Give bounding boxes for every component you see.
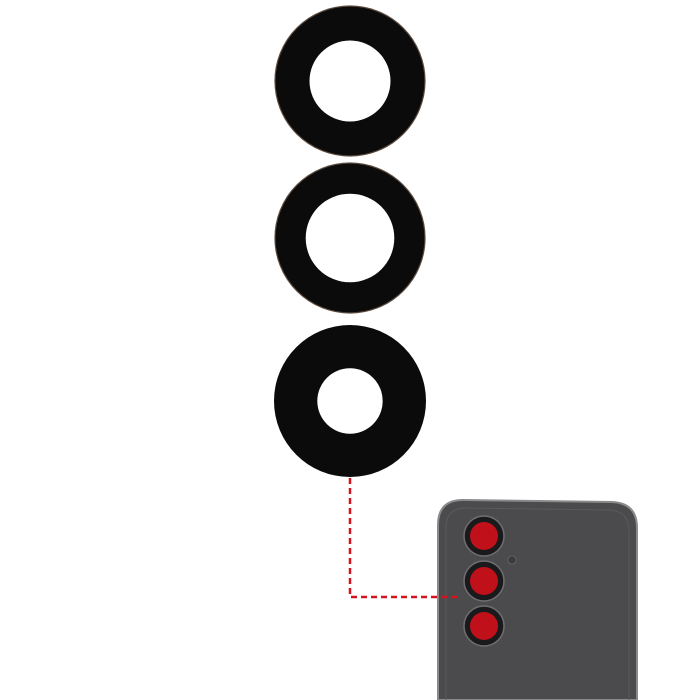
- phone-camera-top-highlight: [470, 522, 498, 550]
- phone: [437, 498, 638, 700]
- phone-back-bevel: [445, 507, 630, 700]
- lens-glass-middle-hole: [305, 193, 395, 283]
- lens-glass-bottom: [274, 325, 426, 477]
- phone-camera-middle-highlight: [470, 567, 498, 595]
- phone-camera-top: [463, 515, 505, 557]
- lens-glass-bottom-hole: [317, 368, 383, 434]
- phone-camera-middle: [463, 560, 505, 602]
- lens-glass-middle: [274, 162, 426, 314]
- lens-glass-top-hole: [309, 40, 391, 122]
- phone-camera-bottom: [463, 605, 505, 647]
- phone-camera-bottom-highlight: [470, 612, 498, 640]
- dashed-connector-line: [348, 478, 462, 599]
- phone-flash-icon: [507, 555, 517, 565]
- lens-glass-top: [274, 5, 426, 157]
